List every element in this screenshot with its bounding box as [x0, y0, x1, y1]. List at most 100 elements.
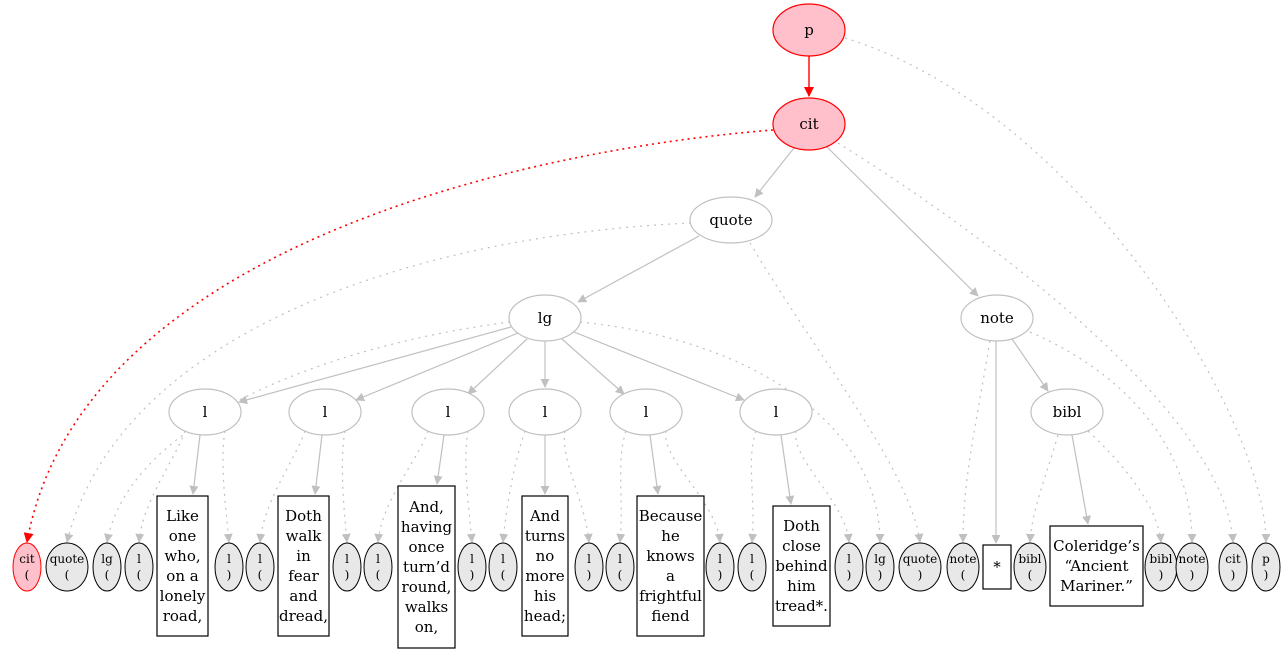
token-ellipse [705, 542, 735, 592]
text-line: Like [166, 507, 199, 525]
node-ellipse [508, 388, 582, 436]
tree-node-bibl: bibl [1030, 388, 1104, 436]
token-ellipse [1144, 542, 1178, 592]
node-ellipse [1030, 388, 1104, 436]
token-mark: ( [105, 568, 110, 582]
edges [23, 37, 1271, 544]
token-ellipse [737, 542, 767, 592]
tree-edge [1071, 434, 1091, 525]
sequence-edge [844, 37, 1271, 543]
tree-edge [189, 434, 201, 495]
text-line: Because [639, 507, 703, 525]
text-line: once [409, 538, 445, 556]
token-mark: ) [718, 568, 723, 582]
text-line: on, [415, 618, 438, 636]
token-name: l [470, 552, 474, 566]
tree-edge [573, 331, 745, 402]
tree-node-note: note [960, 294, 1034, 342]
token-mark: ) [470, 568, 475, 582]
text-line: no [536, 547, 555, 565]
token-name: bibl [1018, 552, 1041, 566]
token-name: l [376, 552, 380, 566]
text-line: frightful [639, 587, 702, 605]
token-ellipse [363, 542, 393, 592]
text-line: walks [405, 598, 448, 616]
token-name: l [618, 552, 622, 566]
highlighted-sequence-edge [23, 129, 774, 543]
sequence-edge [837, 142, 1237, 543]
sequence-edge [795, 430, 853, 543]
token-name: l [587, 552, 591, 566]
token-ellipse [834, 542, 864, 592]
tree-edge [649, 434, 662, 495]
token-l-close: l) [332, 542, 362, 592]
tree-edge [311, 434, 323, 495]
token-name: lg [101, 552, 113, 566]
token-name: l [501, 552, 505, 566]
token-l-close: l) [574, 542, 604, 592]
tree-node-l6: l [739, 388, 813, 436]
token-name: l [750, 552, 754, 566]
token-mark: ( [25, 568, 30, 582]
text-line: Coleridge’s [1053, 537, 1140, 555]
text-line: on a [166, 567, 198, 585]
token-name: l [847, 552, 851, 566]
tree-edge [238, 326, 512, 405]
node-ellipse [411, 388, 485, 436]
tree-edge [433, 434, 445, 485]
token-cit-close: cit) [1218, 542, 1248, 592]
token-l-open: l( [363, 542, 393, 592]
text-box: * [982, 544, 1012, 590]
token-name: quote [50, 552, 85, 566]
sequence-edge [1026, 434, 1059, 543]
text-box-border [636, 495, 705, 637]
token-l-open: l( [737, 542, 767, 592]
token-l-close: l) [214, 542, 244, 592]
token-mark: ) [878, 568, 883, 582]
token-name: note [1179, 552, 1206, 566]
sequence-edge [958, 340, 991, 543]
token-ellipse [92, 542, 122, 592]
token-ellipse [488, 542, 518, 592]
text-line: him [787, 577, 816, 595]
text-box-border [1049, 525, 1144, 607]
node-label: p [804, 21, 814, 39]
text-box-border [156, 495, 209, 637]
token-mark: ) [1159, 568, 1164, 582]
token-l-close: l) [834, 542, 864, 592]
text-box-border [982, 544, 1012, 590]
text-line: * [993, 558, 1001, 576]
node-ellipse [739, 388, 813, 436]
token-ellipse [1175, 542, 1209, 592]
text-line: close [782, 537, 821, 555]
node-label: note [980, 309, 1014, 327]
text-line: turns [525, 527, 565, 545]
text-line: And [529, 507, 560, 525]
token-ellipse [1251, 542, 1281, 592]
token-note-close: note) [1175, 542, 1209, 592]
token-name: l [718, 552, 722, 566]
sequence-edge [616, 430, 627, 543]
token-l-open: l( [488, 542, 518, 592]
sequence-edge [1087, 430, 1165, 543]
sequence-edge [748, 430, 758, 543]
node-ellipse [960, 294, 1034, 342]
text-line: one [169, 527, 197, 545]
text-line: more [525, 567, 564, 585]
tree-node-lg: lg [508, 294, 582, 342]
tree-edge [1011, 338, 1049, 392]
text-line: Doth [783, 517, 820, 535]
tree-edge [561, 338, 625, 395]
token-mark: ( [961, 568, 966, 582]
token-mark: ( [1028, 568, 1033, 582]
token-l-open: l( [605, 542, 635, 592]
token-name: cit [19, 552, 35, 566]
tree-node-l4: l [508, 388, 582, 436]
text-line: a [666, 567, 675, 585]
text-line: in [296, 547, 311, 565]
text-box-border [521, 495, 569, 637]
